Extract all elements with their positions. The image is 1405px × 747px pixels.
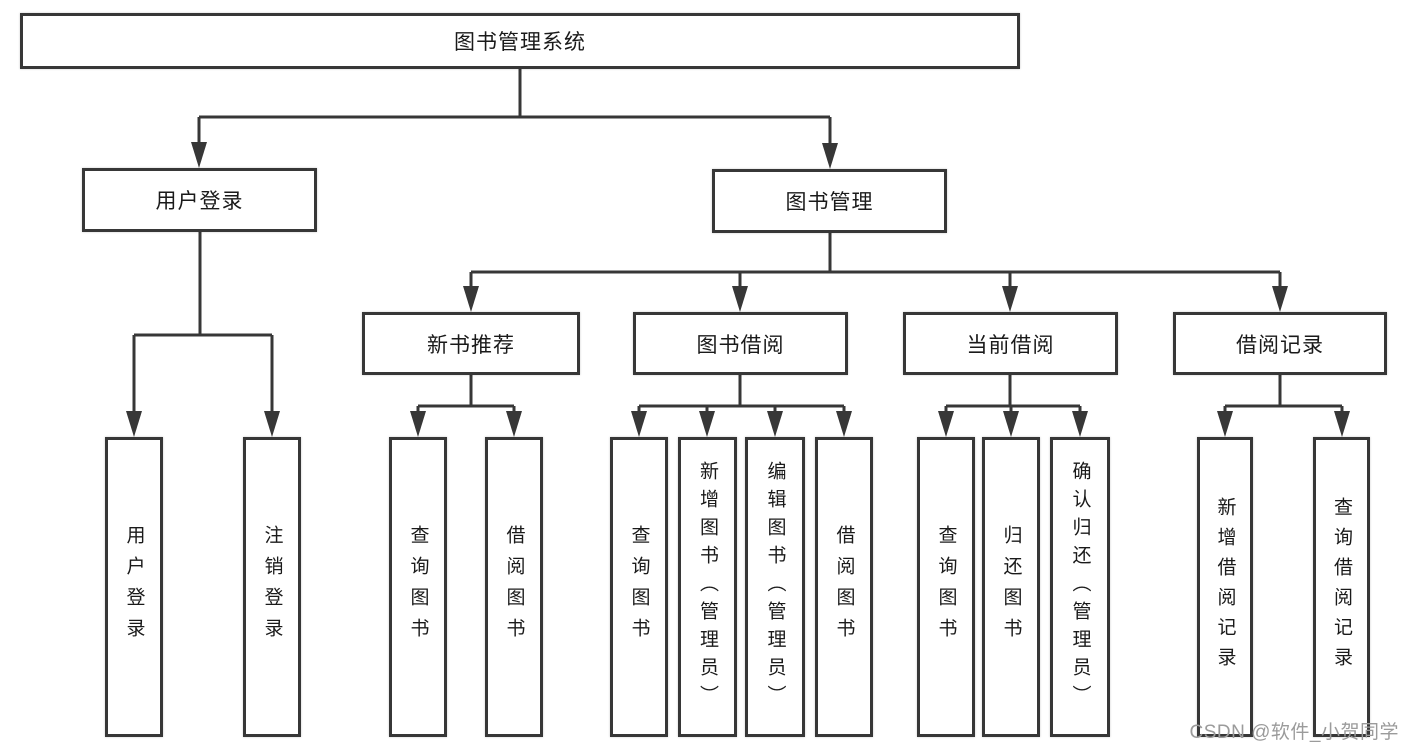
- node-label: 当前借阅: [966, 333, 1055, 357]
- leaf-edit-books-admin: 编辑图书（管理员）: [745, 437, 805, 737]
- node-book-borrowing: 图书借阅: [633, 312, 848, 375]
- node-label: 图书管理: [785, 191, 874, 214]
- leaf-borrow-books: 借阅图书: [485, 437, 543, 737]
- node-library-management-system: 图书管理系统: [20, 13, 1020, 69]
- leaf-query-borrow-record: 查询借阅记录: [1313, 437, 1370, 737]
- leaf-user-login: 用户登录: [105, 437, 163, 737]
- leaf-logout: 注销登录: [243, 437, 301, 737]
- node-current-borrowing: 当前借阅: [903, 312, 1118, 375]
- leaf-add-books-admin: 新增图书（管理员）: [678, 437, 737, 737]
- leaf-return-books: 归还图书: [982, 437, 1040, 737]
- node-label: 新书推荐: [427, 333, 515, 357]
- node-user-login-branch: 用户登录: [82, 168, 317, 232]
- node-book-management-branch: 图书管理: [712, 169, 947, 233]
- leaf-add-borrow-record: 新增借阅记录: [1197, 437, 1253, 737]
- node-label: 借阅记录: [1236, 333, 1324, 357]
- leaf-query-books: 查询图书: [610, 437, 668, 737]
- node-label: 用户登录: [155, 190, 244, 213]
- leaf-query-books: 查询图书: [389, 437, 447, 737]
- leaf-confirm-return-admin: 确认归还（管理员）: [1050, 437, 1110, 737]
- node-label: 图书借阅: [696, 333, 785, 357]
- node-new-book-recommendation: 新书推荐: [362, 312, 580, 375]
- node-label: 图书管理系统: [454, 31, 586, 54]
- leaf-query-books: 查询图书: [917, 437, 975, 737]
- node-borrowing-records: 借阅记录: [1173, 312, 1387, 375]
- leaf-borrow-books: 借阅图书: [815, 437, 873, 737]
- csdn-watermark: CSDN @软件_小贺同学: [1189, 722, 1399, 743]
